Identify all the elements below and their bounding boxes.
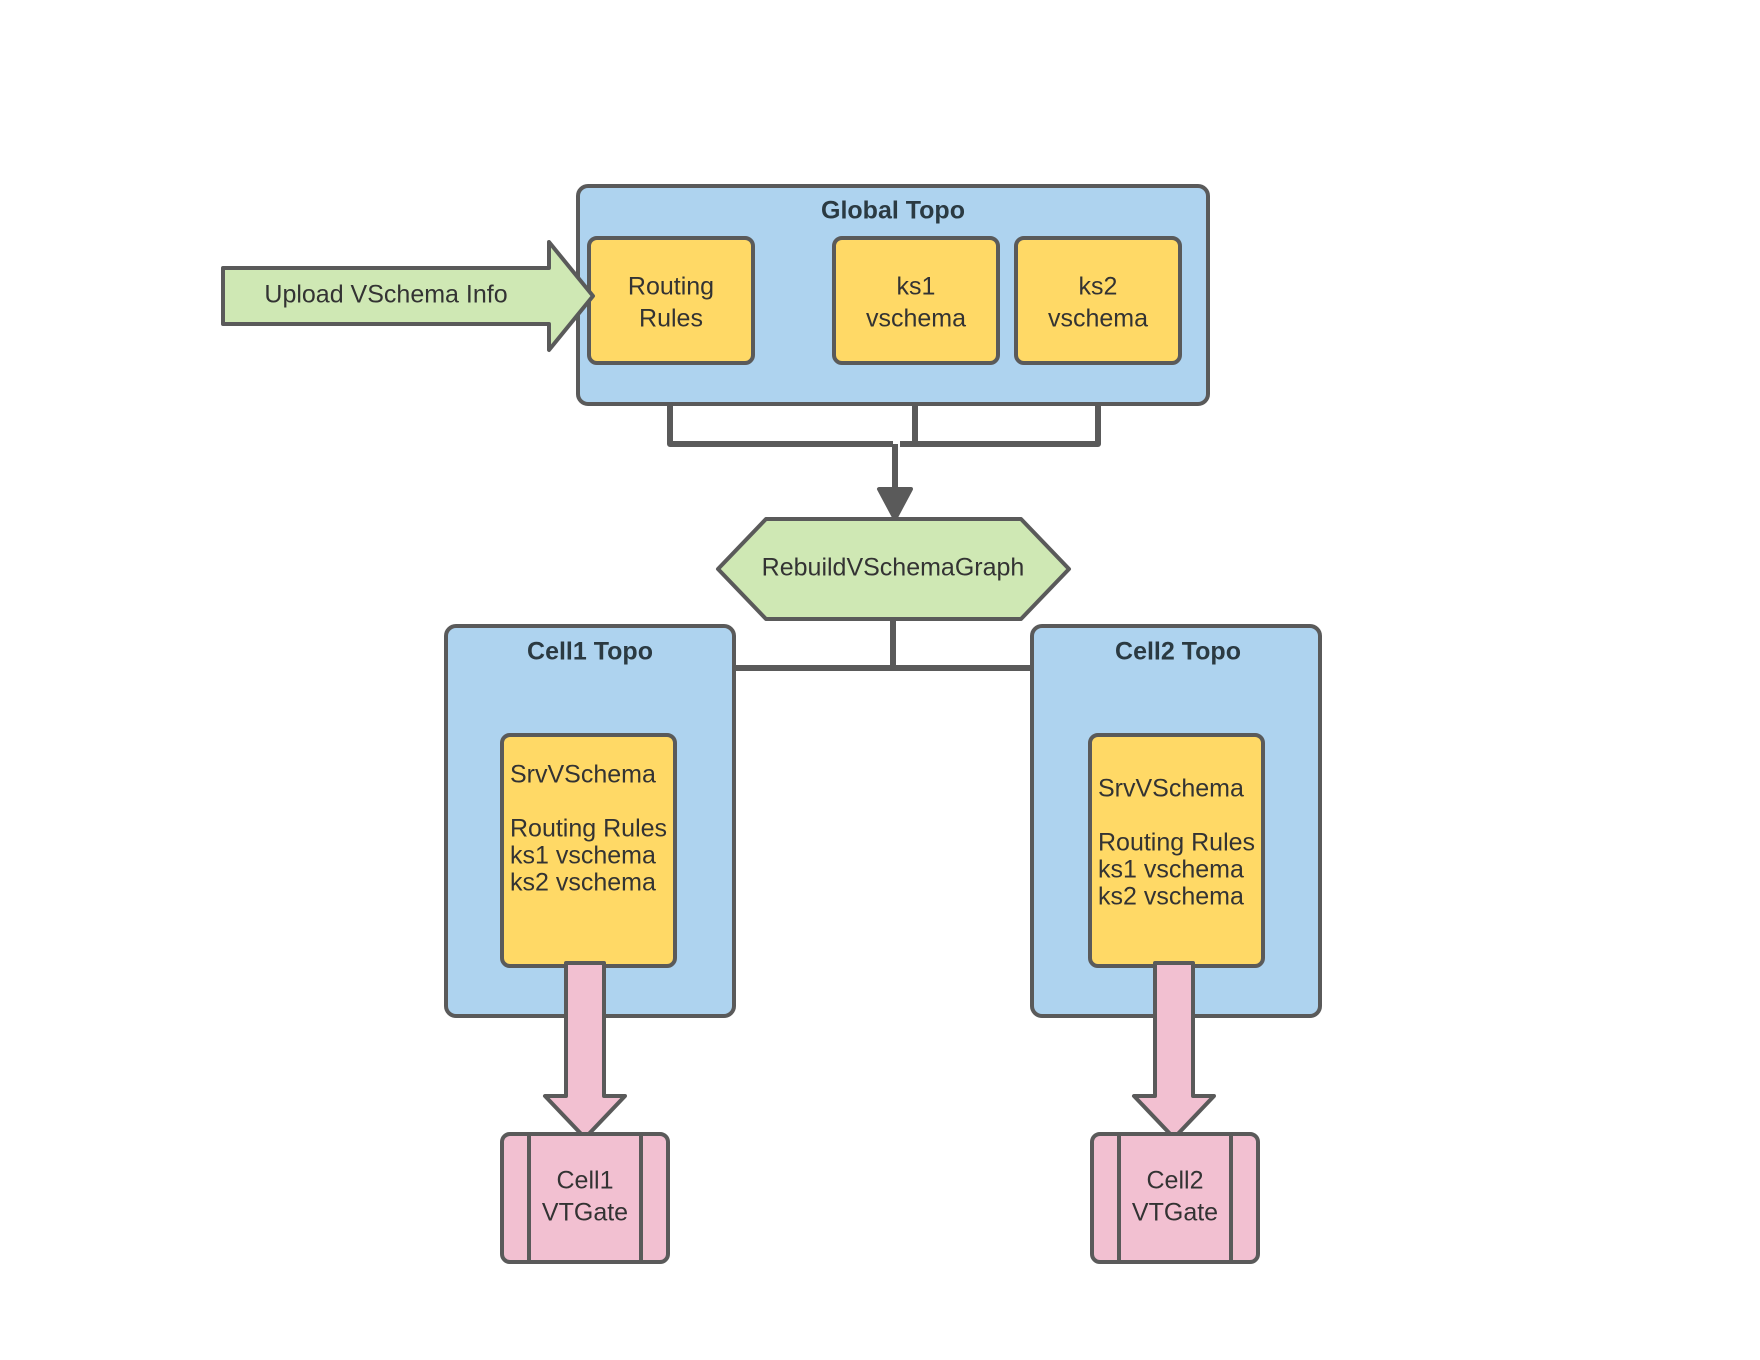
cell1-topo-title: Cell1 Topo <box>527 638 653 666</box>
rebuild-vschema-graph-process[interactable]: RebuildVSchemaGraph <box>716 517 1071 621</box>
cell2-srvvschema-to-vtgate-arrow <box>1132 961 1216 1140</box>
cell2-vtgate-node[interactable]: Cell2 VTGate <box>1090 1132 1260 1264</box>
rebuild-vschema-graph-label: RebuildVSchemaGraph <box>762 554 1025 582</box>
global-topo-container[interactable]: Global Topo Routing Rules ks1 vschema ks… <box>576 184 1210 406</box>
global-topo-title: Global Topo <box>821 197 965 225</box>
cell2-topo-container[interactable]: Cell2 Topo SrvVSchema Routing Rules ks1 … <box>1030 624 1322 1018</box>
arrowhead-into-rebuild <box>877 487 913 521</box>
cell2-vtgate-block-arrow-shape <box>1132 961 1216 1140</box>
cell2-srvvschema-line-1: Routing Rules <box>1098 829 1255 857</box>
node-ks1-vschema[interactable]: ks1 vschema <box>832 236 1000 365</box>
cell1-srvvschema-heading: SrvVSchema <box>510 761 656 789</box>
cell1-vtgate-box[interactable] <box>500 1132 670 1264</box>
node-routing-rules[interactable]: Routing Rules <box>587 236 755 365</box>
rebuild-vschema-graph-shape[interactable] <box>716 517 1071 621</box>
upload-vschema-arrow[interactable]: Upload VSchema Info <box>221 240 595 352</box>
cell2-vtgate-line1: Cell2 <box>1147 1167 1204 1195</box>
cell1-vtgate-block-arrow-shape <box>543 961 627 1140</box>
ks1-vschema-box[interactable] <box>832 236 1000 365</box>
cell1-srvvschema-line-1: Routing Rules <box>510 815 667 843</box>
cell1-srvvschema-to-vtgate-arrow <box>543 961 627 1140</box>
upload-vschema-arrow-shape[interactable] <box>221 240 595 352</box>
routing-rules-line1: Routing <box>628 273 714 301</box>
cell1-vtgate-node[interactable]: Cell1 VTGate <box>500 1132 670 1264</box>
cell2-srvvschema-line-3: ks2 vschema <box>1098 883 1244 911</box>
cell1-vtgate-line2: VTGate <box>542 1199 628 1227</box>
cell2-srvvschema-heading: SrvVSchema <box>1098 775 1244 803</box>
cell2-vtgate-line2: VTGate <box>1132 1199 1218 1227</box>
cell1-srvvschema-node[interactable]: SrvVSchema Routing Rules ks1 vschema ks2… <box>500 733 677 968</box>
cell1-topo-container[interactable]: Cell1 Topo SrvVSchema Routing Rules ks1 … <box>444 624 736 1018</box>
cell2-srvvschema-line-2: ks1 vschema <box>1098 856 1244 884</box>
upload-vschema-arrow-label: Upload VSchema Info <box>264 281 507 309</box>
routing-rules-line2: Rules <box>639 305 703 333</box>
ks1-vschema-line2: vschema <box>866 305 966 333</box>
cell1-vtgate-line1: Cell1 <box>557 1167 614 1195</box>
ks2-vschema-line1: ks2 <box>1079 273 1118 301</box>
cell1-srvvschema-line-2: ks1 vschema <box>510 842 656 870</box>
cell2-vtgate-box[interactable] <box>1090 1132 1260 1264</box>
ks2-vschema-box[interactable] <box>1014 236 1182 365</box>
node-ks2-vschema[interactable]: ks2 vschema <box>1014 236 1182 365</box>
ks1-vschema-line1: ks1 <box>897 273 936 301</box>
cell1-srvvschema-line-3: ks2 vschema <box>510 869 656 897</box>
cell2-srvvschema-node[interactable]: SrvVSchema Routing Rules ks1 vschema ks2… <box>1088 733 1265 968</box>
ks2-vschema-line2: vschema <box>1048 305 1148 333</box>
cell2-topo-title: Cell2 Topo <box>1115 638 1241 666</box>
